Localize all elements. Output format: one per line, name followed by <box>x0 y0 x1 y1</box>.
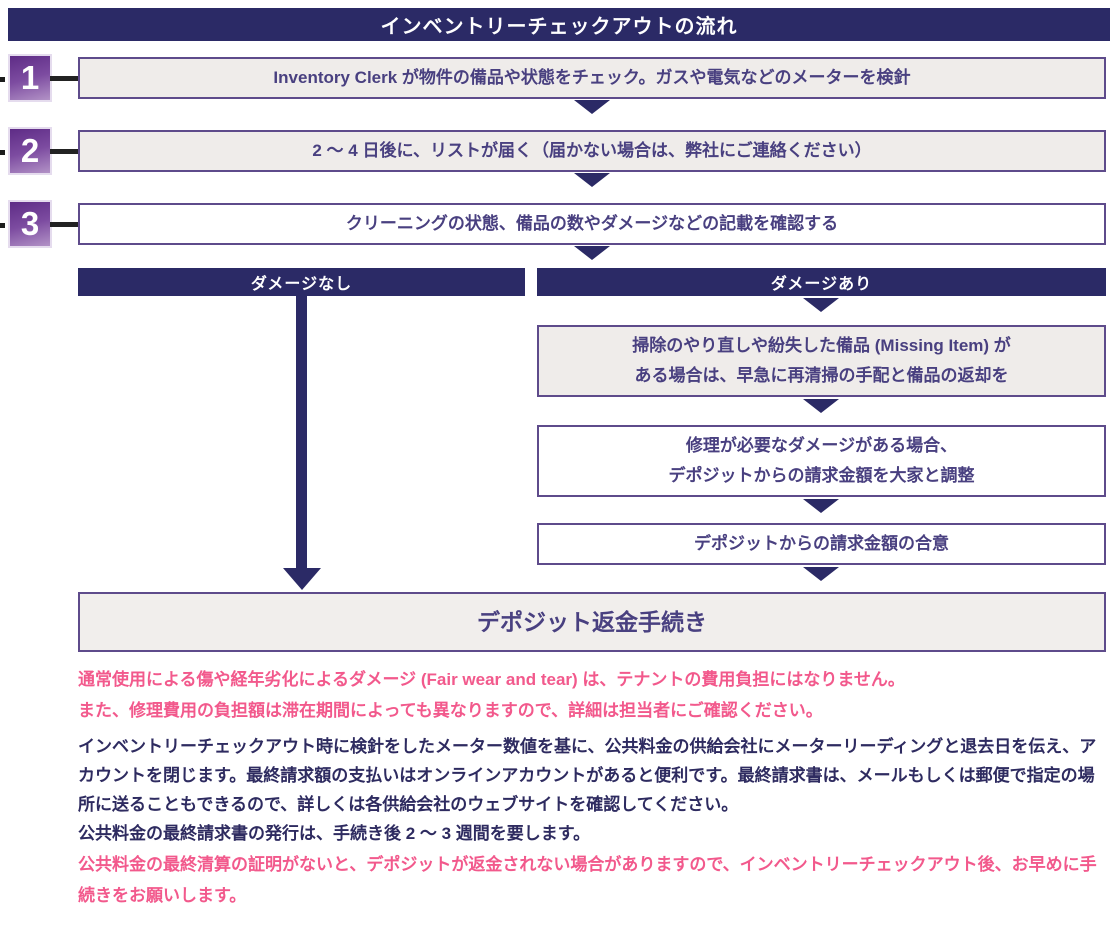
step-connector-line <box>50 76 78 81</box>
damage-box-repair: 修理が必要なダメージがある場合、 デポジットからの請求金額を大家と調整 <box>537 425 1106 497</box>
edge-tick <box>0 223 5 228</box>
damage-box-agreement: デポジットからの請求金額の合意 <box>537 523 1106 565</box>
arrow-down-icon <box>574 246 610 260</box>
damage-box-cleaning-line2: ある場合は、早急に再清掃の手配と備品の返却を <box>634 366 1009 385</box>
step-1-box: Inventory Clerk が物件の備品や状態をチェック。ガスや電気などのメ… <box>78 57 1106 99</box>
deposit-refund-text: デポジット返金手続き <box>477 609 707 635</box>
edge-tick <box>0 150 5 155</box>
branch-damage-header: ダメージあり <box>537 268 1106 296</box>
step-number-1: 1 <box>8 54 52 102</box>
damage-box-repair-line1: 修理が必要なダメージがある場合、 <box>685 436 958 455</box>
damage-box-cleaning: 掃除のやり直しや紛失した備品 (Missing Item) が ある場合は、早急… <box>537 325 1106 397</box>
step-number-3: 3 <box>8 200 52 248</box>
note-fair-wear: 通常使用による傷や経年劣化によるダメージ (Fair wear and tear… <box>78 664 1108 726</box>
arrow-down-icon <box>283 568 321 590</box>
step-connector-line <box>50 222 78 227</box>
arrow-down-icon <box>574 173 610 187</box>
edge-tick <box>0 77 5 82</box>
damage-box-repair-line2: デポジットからの請求金額を大家と調整 <box>668 466 975 485</box>
deposit-refund-box: デポジット返金手続き <box>78 592 1106 652</box>
arrow-down-icon <box>803 499 839 513</box>
step-number-2: 2 <box>8 127 52 175</box>
step-2-box: 2 ～ 4 日後に、リストが届く（届かない場合は、弊社にご連絡ください） <box>78 130 1106 172</box>
note-utilities: インベントリーチェックアウト時に検針をしたメーター数値を基に、公共料金の供給会社… <box>78 732 1108 848</box>
note-line: 公共料金の最終清算の証明がないと、デポジットが返金されない場合がありますので、イ… <box>78 855 1097 905</box>
note-line: 公共料金の最終請求書の発行は、手続き後 2 ～ 3 週間を要します。 <box>78 824 591 843</box>
note-final-settlement: 公共料金の最終清算の証明がないと、デポジットが返金されない場合がありますので、イ… <box>78 849 1108 911</box>
damage-box-cleaning-line1: 掃除のやり直しや紛失した備品 (Missing Item) が <box>632 336 1011 355</box>
damage-box-agreement-line1: デポジットからの請求金額の合意 <box>694 534 949 553</box>
arrow-down-icon <box>803 298 839 312</box>
step-2-text: 2 ～ 4 日後に、リストが届く（届かない場合は、弊社にご連絡ください） <box>312 141 872 160</box>
step-3-box: クリーニングの状態、備品の数やダメージなどの記載を確認する <box>78 203 1106 245</box>
note-line: また、修理費用の負担額は滞在期間によっても異なりますので、詳細は担当者にご確認く… <box>78 701 823 720</box>
note-line: 通常使用による傷や経年劣化によるダメージ (Fair wear and tear… <box>78 670 905 689</box>
step-3-text: クリーニングの状態、備品の数やダメージなどの記載を確認する <box>345 214 839 233</box>
step-connector-line <box>50 149 78 154</box>
page-title: インベントリーチェックアウトの流れ <box>8 8 1110 41</box>
no-damage-flow-line <box>296 295 307 568</box>
arrow-down-icon <box>803 567 839 581</box>
step-1-text: Inventory Clerk が物件の備品や状態をチェック。ガスや電気などのメ… <box>273 68 911 87</box>
note-line: インベントリーチェックアウト時に検針をしたメーター数値を基に、公共料金の供給会社… <box>78 737 1097 814</box>
arrow-down-icon <box>803 399 839 413</box>
branch-no-damage-header: ダメージなし <box>78 268 525 296</box>
arrow-down-icon <box>574 100 610 114</box>
